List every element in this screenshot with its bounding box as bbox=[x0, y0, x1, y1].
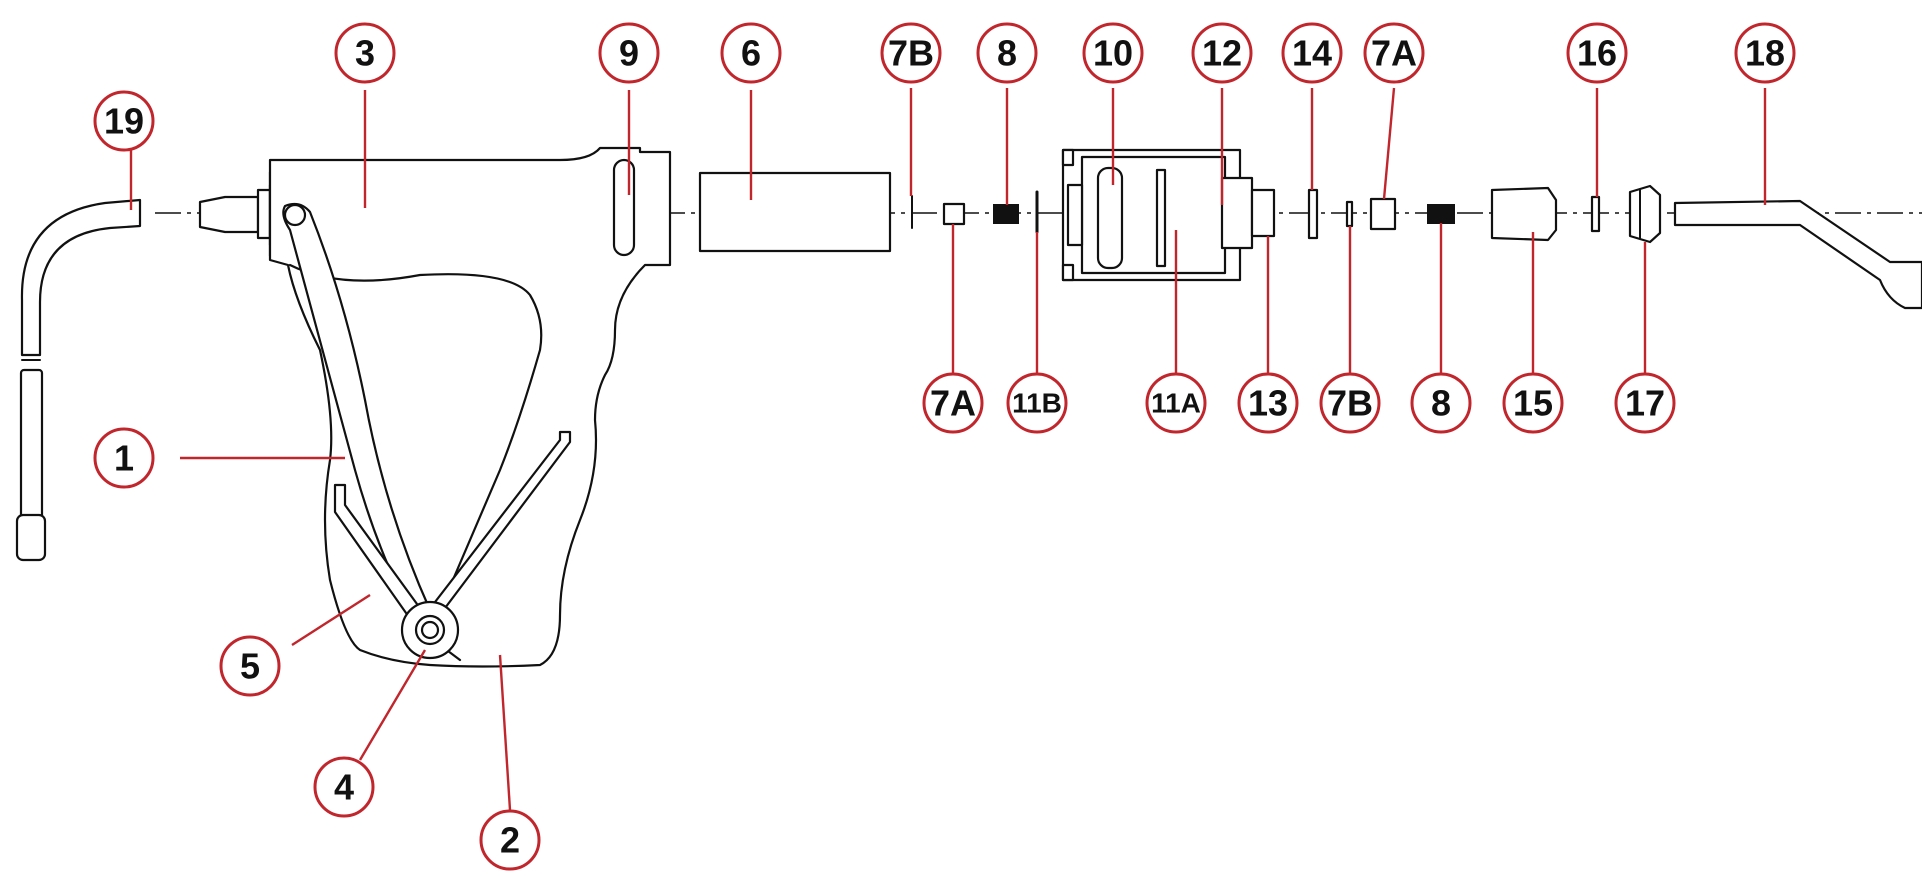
part-4-pivot-pin bbox=[400, 600, 460, 660]
callout-1: 1 bbox=[93, 427, 155, 489]
callout-14: 14 bbox=[1281, 22, 1343, 84]
callout-3: 3 bbox=[334, 22, 396, 84]
part-2-handle-body bbox=[268, 146, 672, 668]
callout-label-2: 2 bbox=[500, 820, 520, 861]
part-16-ring bbox=[1590, 195, 1601, 233]
callout-label-18: 18 bbox=[1745, 33, 1785, 74]
callout-label-13: 13 bbox=[1248, 383, 1288, 424]
part-19-curved-tube bbox=[15, 198, 142, 562]
part-6-sleeve bbox=[698, 171, 892, 253]
callout-19: 19 bbox=[93, 90, 155, 152]
part-17-nut bbox=[1628, 184, 1662, 244]
callout-label-19: 19 bbox=[104, 101, 144, 142]
callout-10: 10 bbox=[1082, 22, 1144, 84]
callout-16: 16 bbox=[1566, 22, 1628, 84]
callout-7b-top: 7B bbox=[880, 22, 942, 84]
callout-5: 5 bbox=[219, 635, 281, 697]
callout-11a: 11A bbox=[1145, 372, 1207, 434]
callout-12: 12 bbox=[1191, 22, 1253, 84]
callout-label-8-bot: 8 bbox=[1431, 383, 1451, 424]
callout-18: 18 bbox=[1734, 22, 1796, 84]
callout-13: 13 bbox=[1237, 372, 1299, 434]
callout-label-14: 14 bbox=[1292, 33, 1332, 74]
callout-label-7a-top: 7A bbox=[1371, 33, 1417, 74]
callout-label-12: 12 bbox=[1202, 33, 1242, 74]
callout-17: 17 bbox=[1614, 372, 1676, 434]
part-8-gasket-2 bbox=[1427, 204, 1455, 224]
callout-label-1: 1 bbox=[114, 438, 134, 479]
callout-label-5: 5 bbox=[240, 646, 260, 687]
part-7b-ring-2 bbox=[1345, 200, 1354, 228]
callout-2: 2 bbox=[479, 809, 541, 871]
part-5-spring bbox=[333, 430, 572, 632]
callout-7a-top: 7A bbox=[1363, 22, 1425, 84]
callout-7a-bot: 7A bbox=[922, 372, 984, 434]
callout-label-11a: 11A bbox=[1151, 388, 1201, 419]
callout-15: 15 bbox=[1502, 372, 1564, 434]
callout-label-16: 16 bbox=[1577, 33, 1617, 74]
part-8-gasket-1 bbox=[993, 204, 1019, 224]
callout-8-top: 8 bbox=[976, 22, 1038, 84]
callout-label-17: 17 bbox=[1625, 383, 1665, 424]
part-15-coupler bbox=[1490, 186, 1558, 242]
callout-8-bot: 8 bbox=[1410, 372, 1472, 434]
callout-label-7a-bot: 7A bbox=[930, 383, 976, 424]
callout-label-3: 3 bbox=[355, 33, 375, 74]
part-7a-seal-1 bbox=[942, 202, 966, 226]
callout-label-15: 15 bbox=[1513, 383, 1553, 424]
callout-11b: 11B bbox=[1006, 372, 1068, 434]
callout-label-7b-top: 7B bbox=[888, 33, 934, 74]
callout-label-7b-bot: 7B bbox=[1327, 383, 1373, 424]
part-18-bent-tube bbox=[1673, 199, 1922, 310]
callouts: 19 3 9 6 7B 8 10 12 14 7A 16 18 7A 11B 1… bbox=[93, 22, 1796, 871]
callout-7b-bot: 7B bbox=[1319, 372, 1381, 434]
leader-lines bbox=[129, 87, 1767, 811]
callout-label-8-top: 8 bbox=[997, 33, 1017, 74]
callout-4: 4 bbox=[313, 756, 375, 818]
callout-6: 6 bbox=[720, 22, 782, 84]
callout-label-10: 10 bbox=[1093, 33, 1133, 74]
part-14-washer bbox=[1307, 188, 1319, 240]
part-10-valve-housing bbox=[1061, 148, 1276, 282]
callout-label-11b: 11B bbox=[1012, 388, 1062, 419]
callout-label-4: 4 bbox=[334, 767, 354, 808]
callout-9: 9 bbox=[598, 22, 660, 84]
callout-label-9: 9 bbox=[619, 33, 639, 74]
part-7a-seal-2 bbox=[1369, 197, 1397, 231]
callout-label-6: 6 bbox=[741, 33, 761, 74]
